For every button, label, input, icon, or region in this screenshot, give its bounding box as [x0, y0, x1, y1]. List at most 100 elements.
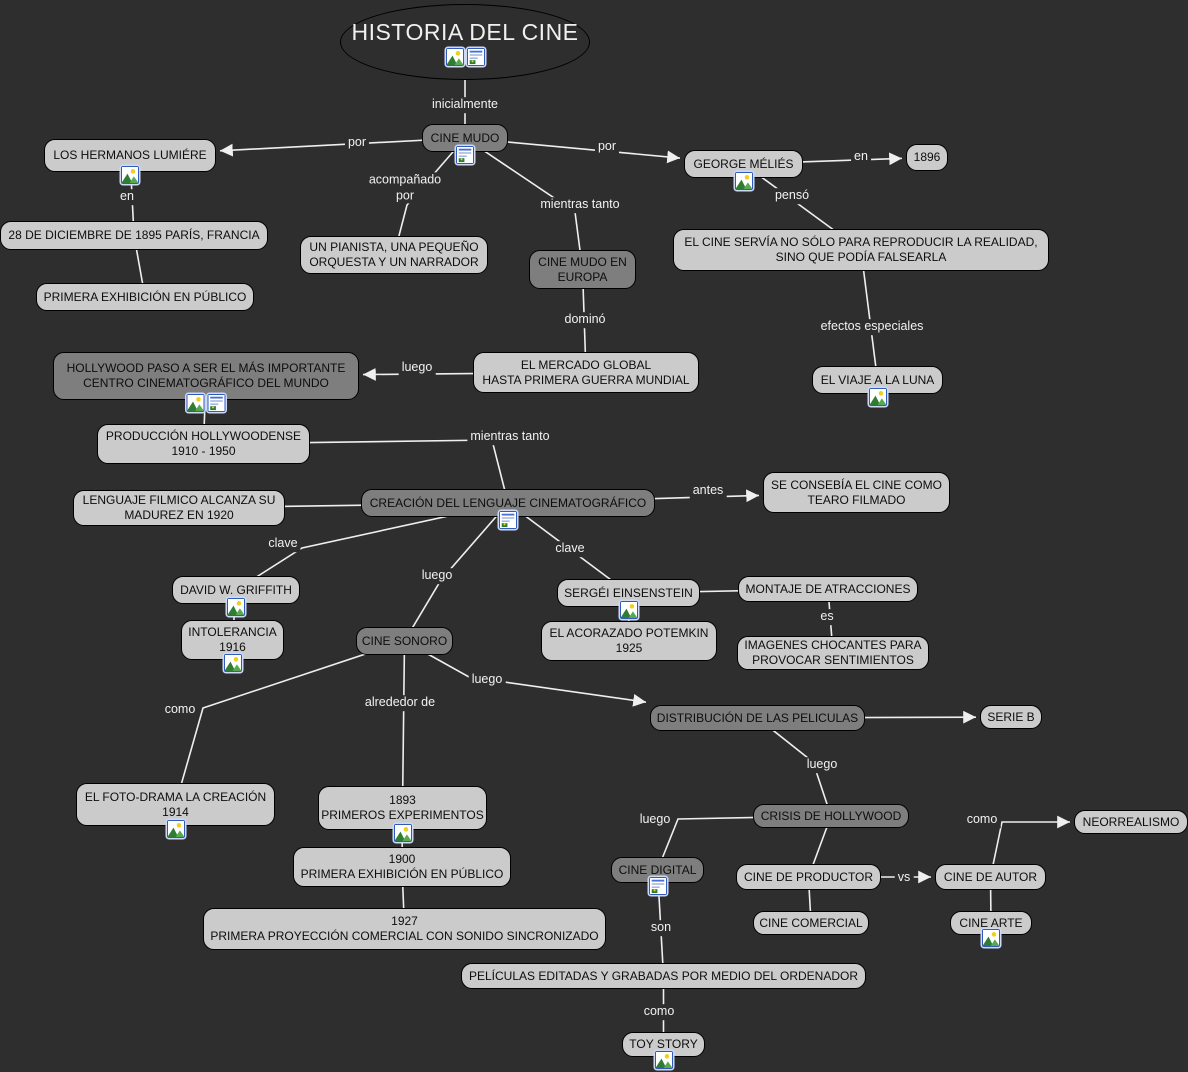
- concept-serie-b[interactable]: SERIE B: [980, 705, 1042, 729]
- concept-crisis[interactable]: CRISIS DE HOLLYWOOD: [753, 804, 909, 828]
- concept-label: CINE COMERCIAL: [759, 915, 863, 930]
- image-icon[interactable]: [619, 601, 638, 619]
- concept-label: 1900 PRIMERA EXHIBICIÓN EN PÚBLICO: [300, 852, 504, 881]
- link-label-luego-hollywood: luego: [398, 360, 436, 376]
- document-icon[interactable]: [648, 877, 667, 895]
- concept-autor[interactable]: CINE DE AUTOR: [935, 864, 1046, 890]
- concept-lumiere[interactable]: LOS HERMANOS LUMIÉRE: [44, 139, 216, 172]
- resource-icon-row: [654, 1051, 673, 1069]
- edge-cine-sonoro--foto-drama: [174, 640, 405, 805]
- concept-mercado-global[interactable]: EL MERCADO GLOBAL HASTA PRIMERA GUERRA M…: [473, 352, 699, 393]
- concept-label: EL VIAJE A LA LUNA: [820, 372, 935, 387]
- concept-label: EL ACORAZADO POTEMKIN 1925: [549, 626, 709, 655]
- concept-label: 1896: [913, 150, 941, 164]
- concept-productor[interactable]: CINE DE PRODUCTOR: [736, 864, 881, 890]
- concept-distribucion[interactable]: DISTRIBUCIÓN DE LAS PELICULAS: [650, 705, 865, 731]
- concept-peliculas[interactable]: PELÍCULAS EDITADAS Y GRABADAS POR MEDIO …: [461, 963, 866, 989]
- concept-label: CINE SONORO: [361, 633, 448, 648]
- edge-autor--neorrealismo: [989, 815, 1070, 878]
- resource-icon-row: [186, 394, 226, 412]
- image-icon[interactable]: [166, 820, 185, 838]
- concept-label: CINE DE AUTOR: [943, 869, 1038, 884]
- resource-icon-row: [456, 146, 474, 164]
- link-label-como-neorrealismo: como: [963, 812, 1001, 828]
- image-icon[interactable]: [982, 929, 1000, 947]
- image-icon[interactable]: [445, 48, 464, 67]
- link-label-como-fotodrama: como: [161, 702, 199, 718]
- concept-acorazado[interactable]: EL ACORAZADO POTEMKIN 1925: [541, 621, 717, 661]
- image-icon[interactable]: [734, 172, 753, 190]
- link-label-clave-griffith: clave: [265, 536, 301, 552]
- concept-label: 1893 PRIMEROS EXPERIMENTOS: [321, 793, 484, 822]
- image-icon[interactable]: [186, 394, 205, 412]
- image-icon[interactable]: [227, 598, 245, 616]
- concept-experimentos-1893[interactable]: 1893 PRIMEROS EXPERIMENTOS: [318, 786, 487, 830]
- resource-icon-row: [121, 166, 139, 184]
- concept-comercial[interactable]: CINE COMERCIAL: [753, 911, 869, 935]
- concept-label: IMAGENES CHOCANTES PARA PROVOCAR SENTIMI…: [744, 638, 922, 667]
- concept-pianista[interactable]: UN PIANISTA, UNA PEQUEÑO ORQUESTA Y UN N…: [300, 236, 488, 274]
- concept-label: PRODUCCIÓN HOLLYWOODENSE 1910 - 1950: [105, 429, 302, 458]
- concept-label: EL MERCADO GLOBAL HASTA PRIMERA GUERRA M…: [482, 357, 690, 387]
- resource-icon-row: [166, 820, 185, 838]
- link-label-es: es: [817, 609, 837, 625]
- concept-label: PRIMERA EXHIBICIÓN EN PÚBLICO: [43, 289, 247, 304]
- link-label-luego-distribucion: luego: [468, 672, 506, 688]
- concept-hollywood-paso[interactable]: HOLLYWOOD PASO A SER EL MÁS IMPORTANTE C…: [53, 352, 359, 400]
- concept-label: UN PIANISTA, UNA PEQUEÑO ORQUESTA Y UN N…: [309, 240, 479, 269]
- link-label-penso: pensó: [771, 188, 813, 204]
- concept-historia-del-cine[interactable]: HISTORIA DEL CINE: [340, 4, 590, 80]
- concept-lenguaje-filmico[interactable]: LENGUAJE FILMICO ALCANZA SU MADUREZ EN 1…: [73, 490, 285, 526]
- document-icon[interactable]: [207, 394, 226, 412]
- concept-label: MONTAJE DE ATRACCIONES: [745, 581, 911, 596]
- concept-montaje[interactable]: MONTAJE DE ATRACCIONES: [738, 576, 918, 602]
- concept-label: EL FOTO-DRAMA LA CREACIÓN 1914: [84, 789, 267, 819]
- concept-foto-drama[interactable]: EL FOTO-DRAMA LA CREACIÓN 1914: [76, 783, 275, 826]
- concept-label: EL CINE SERVÍA NO SÓLO PARA REPRODUCIR L…: [684, 235, 1038, 264]
- document-icon[interactable]: [466, 48, 485, 67]
- image-icon[interactable]: [223, 654, 242, 672]
- concept-label: CREACIÓN DEL LENGUAJE CINEMATOGRÁFICO: [369, 495, 647, 510]
- link-label-vs: vs: [894, 870, 914, 886]
- edge-cine-sonoro--experimentos-1893: [401, 640, 406, 809]
- concept-mudo-europa[interactable]: CINE MUDO EN EUROPA: [529, 250, 636, 289]
- concept-n1927[interactable]: 1927 PRIMERA PROYECCIÓN COMERCIAL CON SO…: [203, 908, 606, 950]
- concept-cine-sonoro[interactable]: CINE SONORO: [356, 627, 453, 655]
- concept-label: INTOLERANCIA 1916: [188, 625, 277, 654]
- concept-label: CRISIS DE HOLLYWOOD: [760, 808, 902, 823]
- concept-label: TOY STORY: [629, 1037, 698, 1051]
- document-icon[interactable]: [499, 511, 517, 529]
- image-icon[interactable]: [654, 1051, 673, 1069]
- image-icon[interactable]: [121, 166, 139, 184]
- concept-label: CINE DIGITAL: [618, 862, 697, 877]
- link-label-domino: dominó: [561, 312, 609, 328]
- resource-icon-row: [734, 172, 753, 190]
- concept-label: GEORGE MÉLIÉS: [693, 156, 794, 171]
- resource-icon-row: [393, 824, 412, 842]
- image-icon[interactable]: [393, 824, 412, 842]
- link-label-acompanado-por: acompañado por: [365, 172, 445, 204]
- concept-primera-exhibicion[interactable]: PRIMERA EXHIBICIÓN EN PÚBLICO: [36, 283, 254, 311]
- concept-imagenes[interactable]: IMAGENES CHOCANTES PARA PROVOCAR SENTIMI…: [737, 636, 929, 670]
- concept-viaje-luna[interactable]: EL VIAJE A LA LUNA: [812, 366, 943, 394]
- concept-n1896[interactable]: 1896: [906, 144, 948, 171]
- link-label-por-melies: por: [594, 139, 620, 155]
- concept-intolerancia[interactable]: INTOLERANCIA 1916: [181, 620, 284, 660]
- concept-diciembre[interactable]: 28 DE DICIEMBRE DE 1895 PARÍS, FRANCIA: [0, 221, 268, 250]
- concept-cine-servia[interactable]: EL CINE SERVÍA NO SÓLO PARA REPRODUCIR L…: [673, 229, 1049, 271]
- link-label-antes: antes: [689, 483, 727, 499]
- concept-label: LOS HERMANOS LUMIÉRE: [53, 148, 207, 162]
- concept-se-consebia[interactable]: SE CONSEBÍA EL CINE COMO TEARO FILMADO: [763, 472, 950, 513]
- concept-produccion[interactable]: PRODUCCIÓN HOLLYWOODENSE 1910 - 1950: [97, 424, 310, 464]
- link-label-inicialmente: inicialmente: [428, 97, 502, 113]
- document-icon[interactable]: [456, 146, 474, 164]
- resource-icon-row: [648, 877, 667, 895]
- concept-label: HISTORIA DEL CINE: [351, 18, 579, 45]
- concept-toy-story[interactable]: TOY STORY: [622, 1032, 705, 1057]
- image-icon[interactable]: [868, 388, 887, 406]
- concept-n1900[interactable]: 1900 PRIMERA EXHIBICIÓN EN PÚBLICO: [293, 847, 511, 887]
- concept-neorrealismo[interactable]: NEORREALISMO: [1074, 810, 1188, 834]
- concept-label: DISTRIBUCIÓN DE LAS PELICULAS: [656, 710, 859, 725]
- link-label-en-lumiere: en: [117, 189, 137, 205]
